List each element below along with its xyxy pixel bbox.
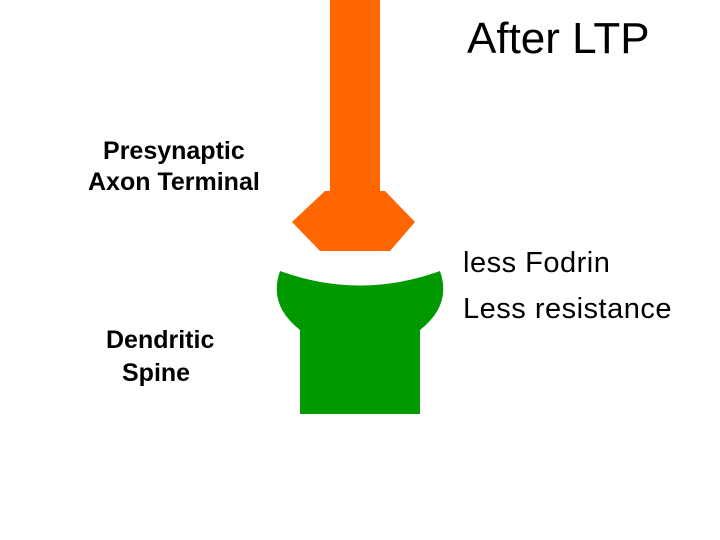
dendritic-label-line-1: Dendritic [106,324,214,357]
ltp-note-line-1: less Fodrin [463,240,672,286]
ltp-note: less Fodrin Less resistance [463,240,672,332]
presynaptic-label: Presynaptic Axon Terminal [88,136,260,198]
ltp-note-line-2: Less resistance [463,286,672,332]
presynaptic-label-line-2: Axon Terminal [88,167,260,198]
spine-neck [300,318,420,414]
axon-terminal-bouton [292,191,415,251]
dendritic-label: Dendritic Spine [106,324,214,390]
dendritic-label-line-2: Spine [106,357,214,390]
diagram-title: After LTP [467,14,650,64]
axon-shaft [330,0,380,195]
presynaptic-label-line-1: Presynaptic [88,136,260,167]
